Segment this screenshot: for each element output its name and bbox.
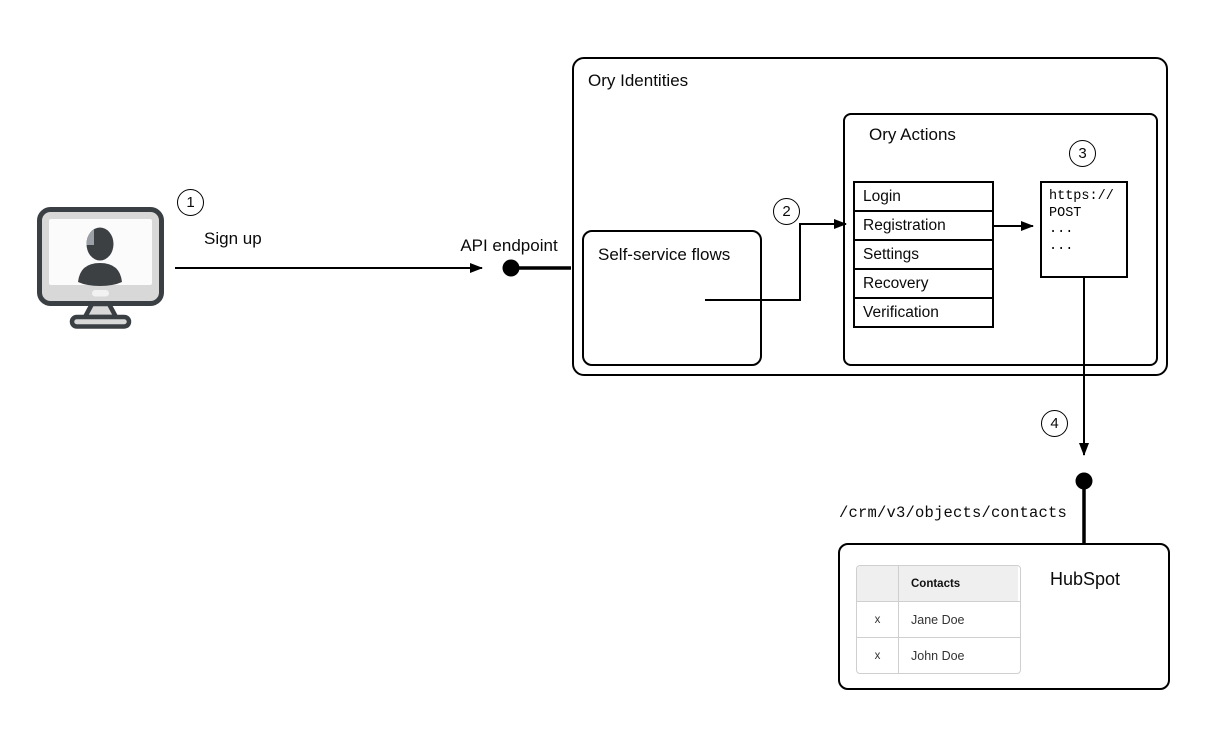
- person-head-highlight: [86, 230, 94, 245]
- monitor-button: [92, 290, 109, 297]
- api-endpoint-label: API endpoint: [460, 236, 558, 255]
- step-badge-3: 3: [1069, 140, 1096, 167]
- person-shoulders: [78, 263, 122, 286]
- contacts-header-row: Contacts: [857, 566, 1020, 601]
- table-row: x Jane Doe: [857, 601, 1020, 637]
- step-badge-2: 2: [773, 198, 800, 225]
- hubspot-title: HubSpot: [1050, 569, 1121, 589]
- contacts-table: Contacts x Jane Doe x John Doe: [856, 565, 1021, 674]
- code-line-method: POST: [1049, 205, 1082, 221]
- self-service-flows-title: Self-service flows: [598, 245, 731, 264]
- flow-list: Login Registration Settings Recovery Ver…: [853, 181, 994, 328]
- flow-item-settings: Settings: [853, 239, 994, 270]
- step-badge-4: 4: [1041, 410, 1068, 437]
- monitor-stand-base: [69, 314, 132, 329]
- flow-item-verification: Verification: [853, 297, 994, 328]
- contact-check: x: [857, 602, 899, 637]
- hubspot-box: HubSpot Contacts x Jane Doe x John Doe: [838, 543, 1170, 690]
- code-line-dots: ...: [1049, 222, 1074, 237]
- monitor-user-graphic: [37, 207, 164, 329]
- crm-endpoint-label: /crm/v3/objects/contacts: [839, 504, 1068, 522]
- api-endpoint-dot: [502, 259, 520, 277]
- contact-name: John Doe: [911, 648, 965, 663]
- code-line-url: https://: [1049, 189, 1114, 204]
- webhook-request-box: https:// POST ... ...: [1040, 181, 1128, 278]
- table-row: x John Doe: [857, 637, 1020, 673]
- flow-item-login: Login: [853, 181, 994, 212]
- contact-check: x: [857, 638, 899, 673]
- step-badge-1: 1: [177, 189, 204, 216]
- self-service-flows-box: Self-service flows: [582, 230, 762, 366]
- sign-up-label: Sign up: [204, 229, 262, 248]
- contacts-header-check: [857, 566, 899, 601]
- ory-identities-title: Ory Identities: [588, 71, 689, 90]
- flow-item-registration: Registration: [853, 210, 994, 241]
- ory-actions-title: Ory Actions: [869, 125, 956, 144]
- crm-endpoint-dot: [1075, 472, 1093, 490]
- flow-item-recovery: Recovery: [853, 268, 994, 299]
- contact-name: Jane Doe: [911, 612, 965, 627]
- code-line-dots: ...: [1049, 238, 1074, 254]
- contacts-header-label: Contacts: [899, 566, 1018, 601]
- user-computer-icon: [36, 206, 166, 331]
